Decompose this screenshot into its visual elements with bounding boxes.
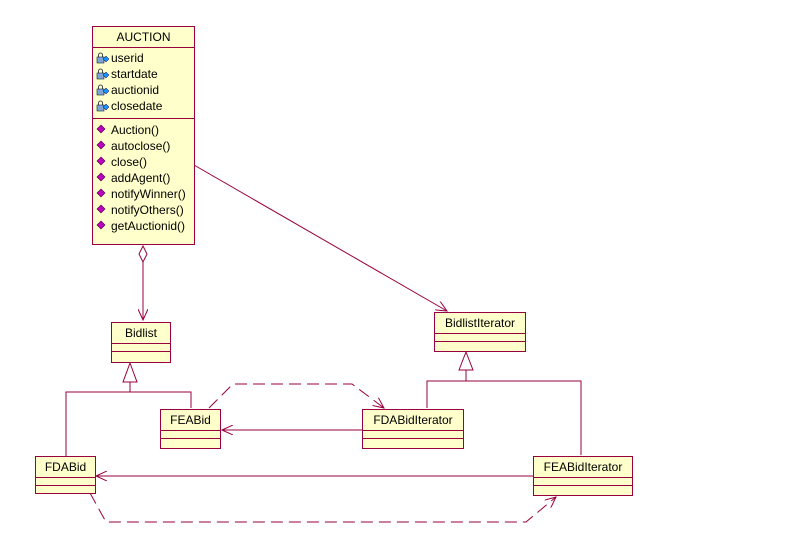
generalization-triangle-iterator	[458, 350, 474, 371]
attribute-label: userid	[111, 51, 144, 65]
operation-label: close()	[111, 155, 148, 169]
dependency-fdabid-feabiditerator	[89, 492, 556, 523]
operation-compartment	[534, 486, 632, 493]
lock-field-icon	[96, 68, 110, 80]
operation-compartment	[161, 439, 220, 446]
attribute-row[interactable]: userid	[93, 50, 194, 66]
attribute-label: startdate	[111, 67, 158, 81]
attribute-label: closedate	[111, 99, 163, 113]
attribute-compartment: userid startdate auctionid closedate	[93, 48, 194, 119]
operation-row[interactable]: autoclose()	[93, 138, 194, 154]
method-diamond-icon	[96, 188, 106, 198]
method-diamond-icon	[96, 124, 106, 134]
generalization-fdabid-bidlist	[65, 391, 192, 456]
attribute-compartment	[112, 344, 170, 352]
operation-label: addAgent()	[111, 171, 171, 185]
class-bidlist[interactable]: Bidlist	[111, 322, 171, 363]
operation-compartment	[363, 439, 463, 446]
class-name-fdabid: FDABid	[36, 457, 95, 478]
operation-row[interactable]: notifyOthers()	[93, 202, 194, 218]
attribute-row[interactable]: startdate	[93, 66, 194, 82]
class-name-bidlistiterator: BidlistIterator	[435, 313, 525, 334]
operation-row[interactable]: close()	[93, 154, 194, 170]
class-name-auction: AUCTION	[93, 27, 194, 48]
lock-field-icon	[96, 84, 110, 96]
operation-compartment	[36, 486, 95, 493]
method-diamond-icon	[96, 220, 106, 230]
class-name-feabiditerator: FEABidIterator	[534, 457, 632, 478]
attribute-compartment	[36, 478, 95, 486]
generalization-iterators	[426, 380, 582, 455]
class-feabiditerator[interactable]: FEABidIterator	[533, 456, 633, 496]
operation-label: notifyOthers()	[111, 203, 184, 217]
association-auction-iterator	[193, 164, 447, 311]
operation-compartment: Auction() autoclose() close() addAgent()…	[93, 119, 194, 234]
attribute-row[interactable]: closedate	[93, 98, 194, 114]
operation-compartment	[435, 342, 525, 349]
class-fdabid[interactable]: FDABid	[35, 456, 96, 494]
attribute-row[interactable]: auctionid	[93, 82, 194, 98]
operation-row[interactable]: Auction()	[93, 122, 194, 138]
attribute-compartment	[534, 478, 632, 486]
attribute-compartment	[435, 334, 525, 342]
method-diamond-icon	[96, 156, 106, 166]
operation-label: getAuctionid()	[111, 219, 186, 233]
lock-field-icon	[96, 100, 110, 112]
operation-row[interactable]: notifyWinner()	[93, 186, 194, 202]
attribute-label: auctionid	[111, 83, 160, 97]
operation-label: Auction()	[111, 123, 160, 137]
method-diamond-icon	[96, 172, 106, 182]
operation-label: notifyWinner()	[111, 187, 186, 201]
dependency-feabid-fdabiditerator	[208, 383, 384, 408]
aggregation-diamond	[138, 244, 148, 264]
class-auction[interactable]: AUCTION userid startdate auctionid close…	[92, 26, 195, 245]
class-name-feabid: FEABid	[161, 410, 220, 431]
class-fdabiditerator[interactable]: FDABidIterator	[362, 409, 464, 449]
operation-compartment	[112, 352, 170, 359]
operation-row[interactable]: addAgent()	[93, 170, 194, 186]
method-diamond-icon	[96, 140, 106, 150]
class-bidlistiterator[interactable]: BidlistIterator	[434, 312, 526, 352]
class-name-fdabiditerator: FDABidIterator	[363, 410, 463, 431]
method-diamond-icon	[96, 204, 106, 214]
operation-label: autoclose()	[111, 139, 171, 153]
lock-field-icon	[96, 52, 110, 64]
attribute-compartment	[363, 431, 463, 439]
class-name-bidlist: Bidlist	[112, 323, 170, 344]
attribute-compartment	[161, 431, 220, 439]
generalization-triangle-bidlist	[122, 361, 138, 383]
operation-row[interactable]: getAuctionid()	[93, 218, 194, 234]
class-feabid[interactable]: FEABid	[160, 409, 221, 449]
